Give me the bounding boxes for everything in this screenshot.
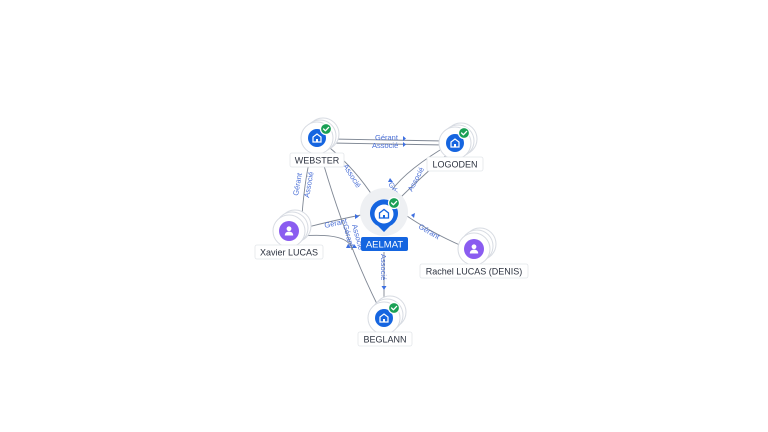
edge-label: Associé	[341, 162, 363, 189]
node-label: AELMAT	[366, 240, 404, 251]
building-icon	[379, 313, 389, 323]
edge-label: Associé	[406, 166, 426, 193]
verified-badge-icon	[387, 196, 401, 210]
node-webster[interactable]: WEBSTER	[289, 117, 345, 168]
arrow-icon	[346, 244, 351, 248]
edge-label: Associé	[302, 171, 315, 198]
arrow-icon	[388, 178, 393, 182]
arrow-icon	[403, 142, 406, 147]
edge-label: Associé	[379, 254, 388, 280]
edge-rachel-aelmat[interactable]	[403, 213, 463, 247]
edge-label: Gérant	[417, 222, 442, 242]
person-icon	[284, 226, 294, 236]
node-beglann[interactable]: BEGLANN	[357, 295, 413, 347]
node-logoden[interactable]: LOGODEN	[426, 122, 484, 172]
edge-label: Gérant	[375, 133, 399, 142]
verified-badge-icon	[387, 301, 401, 315]
edge-label: Gérant	[291, 171, 304, 196]
node-label: BEGLANN	[363, 335, 406, 345]
node-label: LOGODEN	[432, 160, 477, 170]
arrow-icon	[403, 136, 406, 141]
edge-webster-logoden-associe[interactable]	[331, 142, 445, 146]
node-label: WEBSTER	[295, 156, 340, 166]
building-icon	[378, 208, 390, 219]
arrow-icon	[355, 214, 359, 219]
arrow-icon	[381, 286, 387, 290]
arrow-icon	[352, 244, 357, 248]
node-aelmat[interactable]: AELMAT	[360, 188, 408, 251]
verified-badge-icon	[319, 122, 333, 136]
edge-label: Associé	[372, 141, 398, 150]
edge-webster-beglann[interactable]	[319, 151, 379, 307]
verified-badge-icon	[457, 126, 471, 140]
node-label: Xavier LUCAS	[260, 248, 318, 258]
edge-webster-logoden-gerant[interactable]	[331, 138, 445, 142]
node-xavier-lucas[interactable]: Xavier LUCAS	[254, 209, 324, 260]
person-icon	[469, 244, 479, 254]
building-icon	[450, 138, 460, 148]
arrow-icon	[411, 213, 415, 218]
building-icon	[312, 133, 322, 143]
node-label: Rachel LUCAS (DENIS)	[426, 267, 523, 277]
node-rachel-lucas[interactable]: Rachel LUCAS (DENIS)	[419, 227, 529, 279]
